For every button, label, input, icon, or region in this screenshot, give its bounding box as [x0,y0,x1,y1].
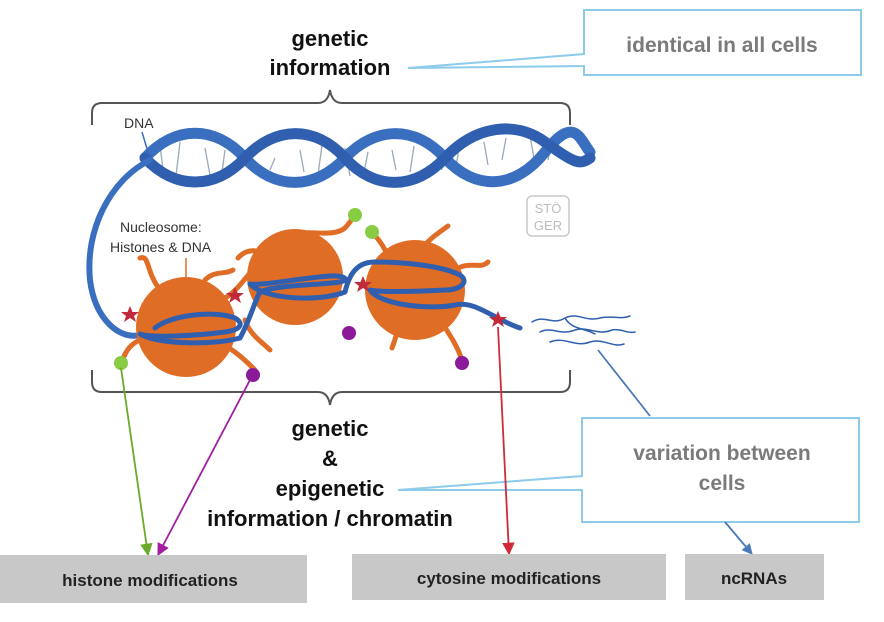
purple-mark-3 [455,356,469,370]
bottom-heading-line4: information / chromatin [207,506,453,531]
bottom-heading-line3: epigenetic [276,476,385,501]
callout-identical: identical in all cells [407,9,862,76]
red-star-1 [121,306,139,322]
callout-variation: variation between cells [397,417,860,523]
box-ncrnas-text: ncRNAs [721,569,787,588]
purple-mark-1 [246,368,260,382]
top-heading-line1: genetic [291,26,368,51]
red-star-3 [354,276,372,292]
arrow-purple [157,379,251,557]
dna-double-helix [139,123,596,188]
box-cytosine-text: cytosine modifications [417,569,601,588]
helix-strand-2 [139,123,596,188]
arrow-green [120,367,153,557]
watermark-stamp: STÖ GER [526,195,570,237]
callout-variation-line1: variation between [633,442,810,465]
callout-identical-box [583,9,862,76]
green-mark-1 [114,356,128,370]
top-brace [91,89,571,125]
watermark-line1: STÖ [535,201,562,216]
ncrna-squiggles [531,315,636,346]
arrow-blue [597,349,752,554]
top-heading-line2: information [270,55,391,80]
purple-mark-2 [342,326,356,340]
box-cytosine-modifications: cytosine modifications [352,554,666,600]
dna-loop-left [86,157,158,339]
watermark-line2: GER [534,218,562,233]
dna-wrap [137,259,523,346]
green-mark-2 [348,208,362,222]
histone-core-1 [136,277,236,377]
callout-variation-line2: cells [699,472,746,495]
red-star-2 [226,287,244,303]
bottom-brace [91,370,571,406]
bottom-heading-line2: & [322,446,338,471]
histone-core-2 [247,229,343,325]
red-star-4 [489,311,507,327]
nucleosomes [114,208,523,382]
green-mark-3 [365,225,379,239]
callout-identical-text: identical in all cells [626,34,817,57]
nucleosome-label-line2: Histones & DNA [110,239,212,255]
helix-strand-1 [139,126,596,188]
dna-label: DNA [124,115,154,131]
box-histone-modifications: histone modifications [0,555,307,603]
callout-identical-pointer [407,52,586,69]
callout-variation-pointer [397,474,584,491]
box-histone-text: histone modifications [62,571,238,590]
arrow-red [497,326,515,556]
bottom-heading-line1: genetic [291,416,368,441]
callout-variation-box [581,417,860,523]
box-ncrnas: ncRNAs [685,554,824,600]
nucleosome-label-line1: Nucleosome: [120,219,202,235]
